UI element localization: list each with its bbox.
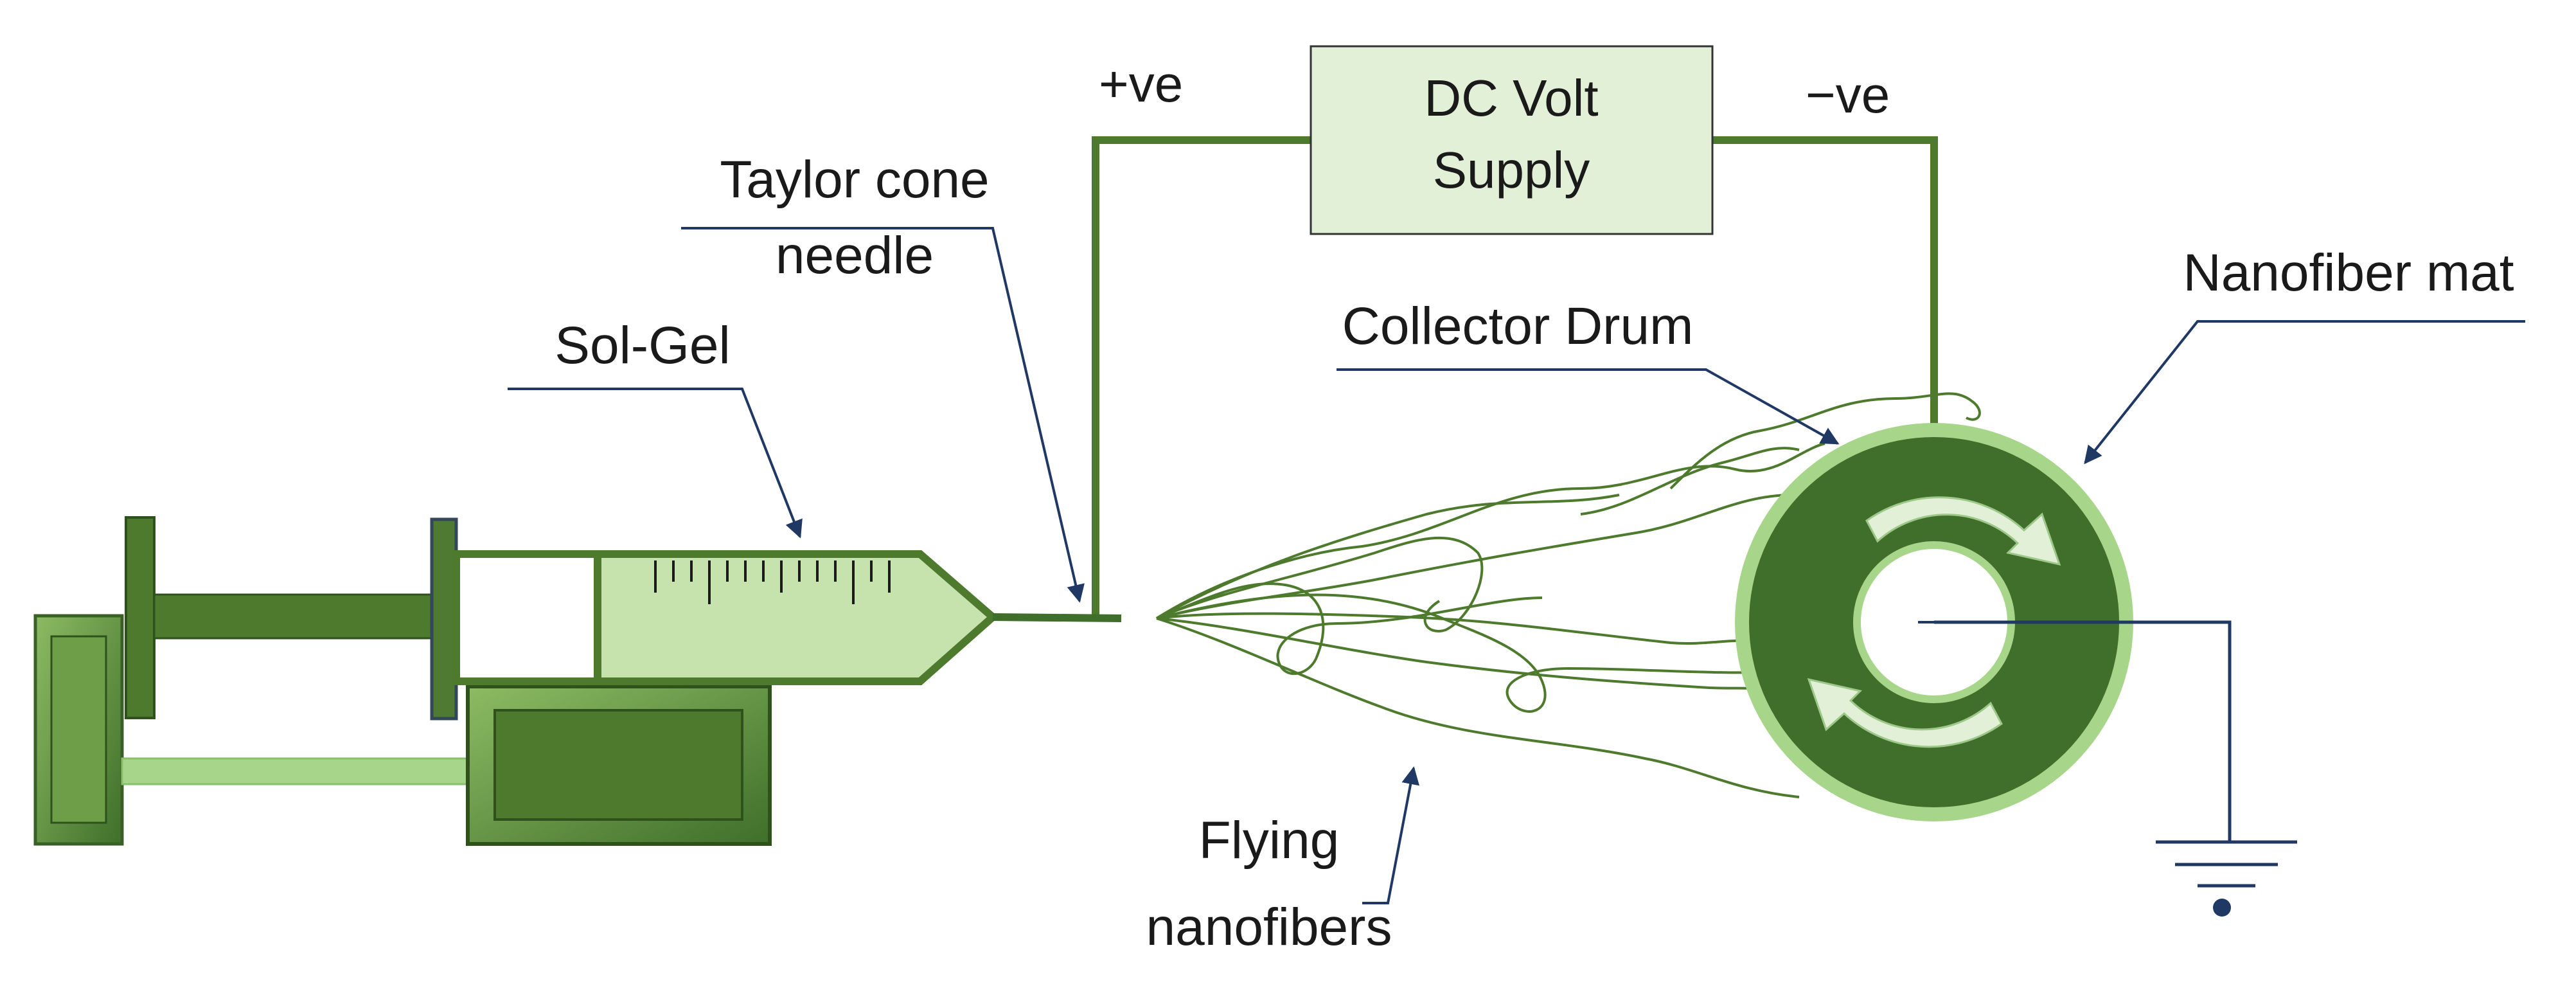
ground-node (2213, 899, 2231, 917)
collector-drum-pointer (1337, 368, 1840, 445)
positive-wire (1092, 136, 1311, 617)
syringe-barrel (452, 550, 603, 685)
barrel-scale (654, 560, 891, 604)
rotation-arrow-icon (1865, 496, 2061, 566)
positive-terminal-label: +ve (1099, 55, 1183, 112)
flying-nanofibers (1155, 392, 1981, 798)
collector-drum-label: Collector Drum (1342, 297, 1694, 355)
nanofiber-mat-pointer (2084, 320, 2525, 465)
sol-gel-label: Sol-Gel (555, 316, 730, 375)
syringe-pump (33, 516, 1122, 846)
supply-label-line1: DC Volt (1424, 69, 1598, 127)
sol-gel-pointer (508, 388, 803, 539)
dc-volt-supply-box (1310, 45, 1714, 235)
flying-nanofibers-label-line1: Flying (1199, 811, 1340, 870)
barrel-flange (430, 517, 458, 721)
rotation-arrow-icon (1807, 677, 2003, 748)
supply-label-line2: Supply (1433, 141, 1590, 199)
negative-terminal-label: −ve (1806, 66, 1890, 123)
ground-icon (1934, 620, 2297, 888)
nanofiber-mat-label: Nanofiber mat (2183, 244, 2514, 302)
taylor-cone-pointer (681, 227, 1085, 603)
taylor-cone-label-line2: needle (776, 226, 934, 285)
needle (992, 613, 1122, 622)
flying-nanofibers-pointer (1362, 766, 1420, 904)
sol-gel-fluid (594, 550, 999, 685)
pump-guide-rail (121, 757, 470, 785)
plunger-flange (125, 516, 155, 719)
flying-nanofibers-label-line2: nanofibers (1146, 898, 1392, 956)
taylor-cone-label-line1: Taylor cone (720, 150, 989, 209)
callout-lines (508, 227, 2525, 904)
